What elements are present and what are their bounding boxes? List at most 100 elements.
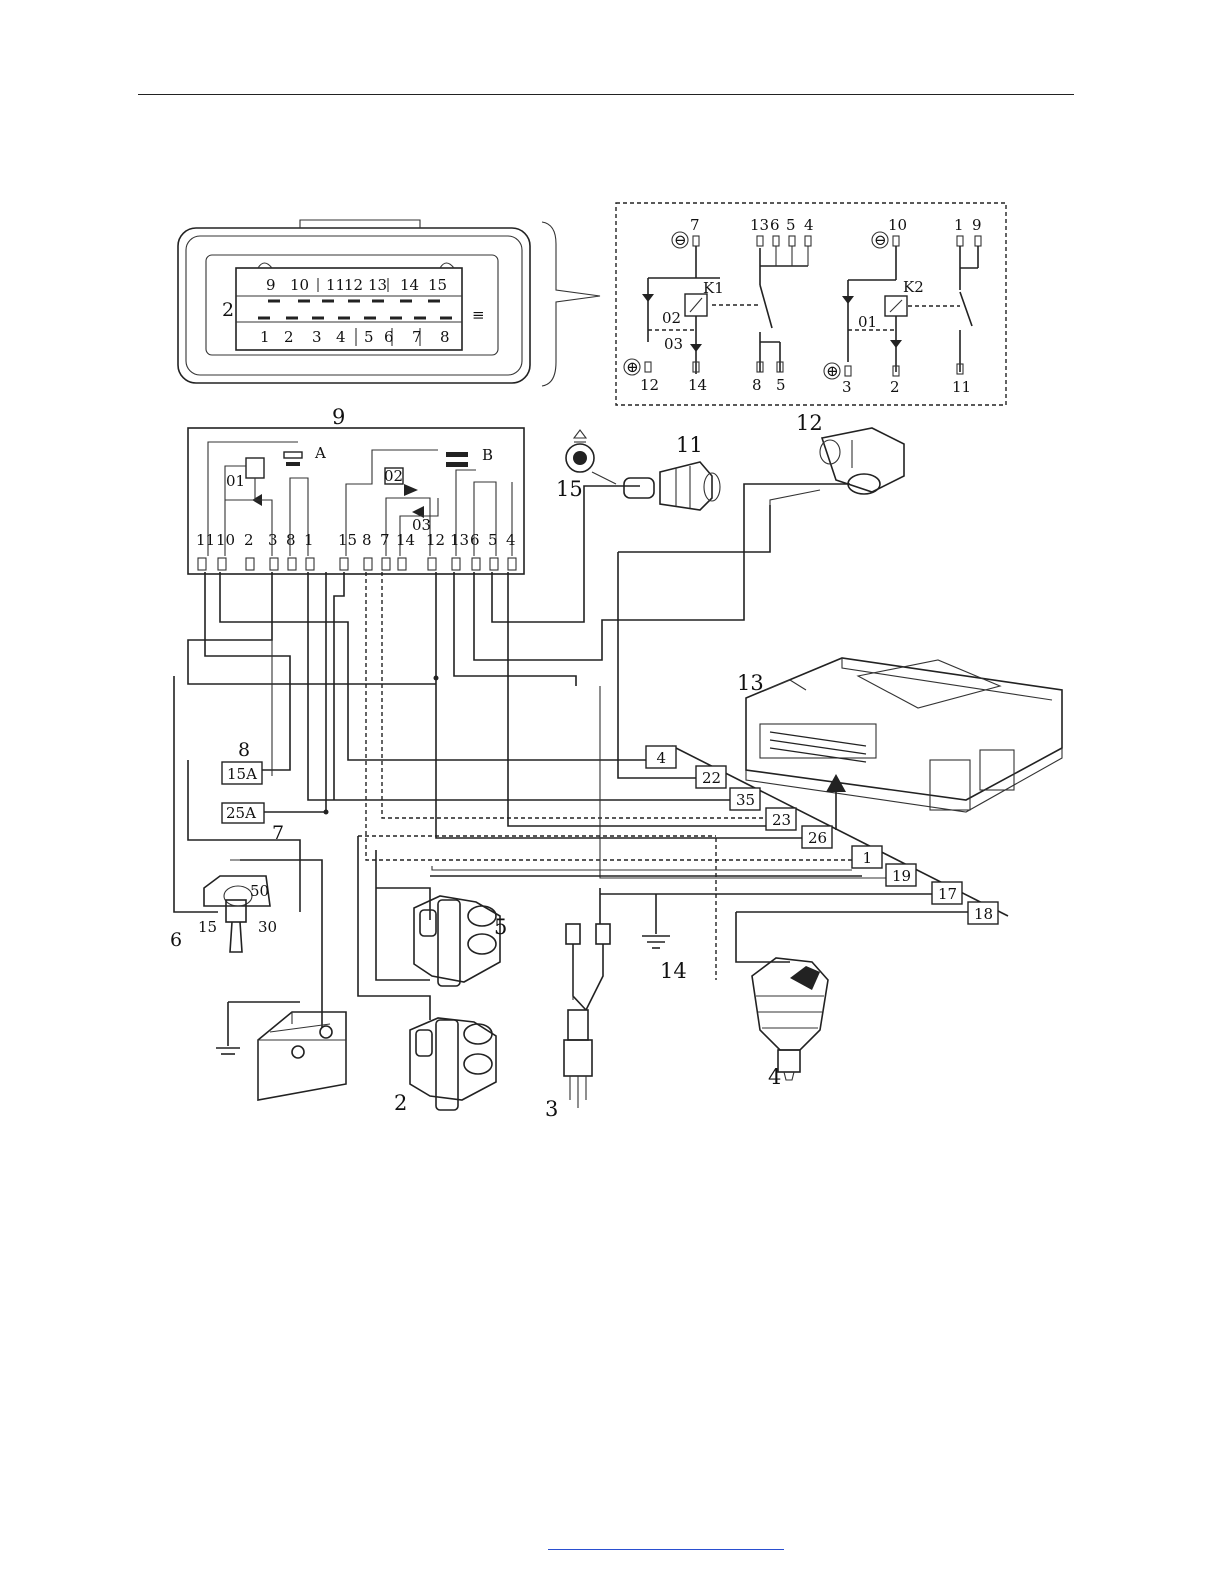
section-b-label: B [482, 446, 493, 464]
footer-link-underline [548, 1549, 784, 1550]
unit-terminal-11-0: 11 [196, 531, 215, 549]
fuse-8-label: 8 [238, 739, 250, 761]
unit-terminal-socket [398, 558, 406, 570]
ign-term-50: 50 [250, 882, 269, 900]
fuse-7-rating: 25A [226, 804, 256, 822]
coil-5-label: 5 [494, 915, 507, 939]
unit-terminal-13-11: 13 [450, 531, 469, 549]
k1-diode-03: 03 [664, 335, 683, 353]
relay-unit-label: 9 [332, 405, 345, 429]
unit-terminal-socket [472, 558, 480, 570]
k1-top-terminal-7-0: 7 [690, 216, 700, 234]
k2-top-terminal-9-2: 9 [972, 216, 982, 234]
canister-valve: 12 [796, 411, 904, 494]
ground-label: 14 [660, 959, 687, 983]
ecu-pin-17: 17 [938, 885, 957, 903]
connector-bottom-pin-8-7: 8 [440, 328, 450, 346]
unit-terminal-8-4: 8 [286, 531, 296, 549]
unit-diode-02: 02 [384, 467, 403, 485]
unit-terminal-socket [382, 558, 390, 570]
k2-pos-symbol: ⊕ [826, 362, 839, 380]
ecu-label: 13 [737, 671, 764, 695]
connector-bottom-pin-2-1: 2 [284, 328, 294, 346]
unit-terminal-socket [288, 558, 296, 570]
k1-neg-symbol: ⊖ [674, 231, 687, 249]
unit-terminal-10-1: 10 [216, 531, 235, 549]
fuel-pump: 11 [624, 433, 720, 510]
relay-schematic: ⊖ K1 02 03 ⊕ [616, 203, 1006, 405]
unit-terminal-socket [364, 558, 372, 570]
ecu-pin-26: 26 [808, 829, 827, 847]
connector-side-mark: 2 [222, 299, 234, 321]
ign-term-30: 30 [258, 918, 277, 936]
k1-diode-02: 02 [662, 309, 681, 327]
k1-bottom-terminal-14-1: 14 [688, 376, 707, 394]
unit-terminal-6-12: 6 [470, 531, 480, 549]
sensor-3: 3 14 [545, 924, 687, 1121]
unit-terminal-socket [198, 558, 206, 570]
k2-bottom-terminal-3-0: 3 [842, 378, 852, 396]
unit-terminal-7-8: 7 [380, 531, 390, 549]
k1-top-terminal-13-1: 13 [750, 216, 769, 234]
unit-terminal-5-13: 5 [488, 531, 498, 549]
unit-terminal-socket [508, 558, 516, 570]
inertia-switch: 15 [556, 430, 616, 501]
connector-top-pin-10-1: 10 [290, 276, 309, 294]
connector-bottom-pin-7-6: 7 [412, 328, 422, 346]
fuse-7-label: 7 [272, 822, 284, 844]
ignition-switch-label: 6 [170, 929, 182, 951]
k2-diode-01: 01 [858, 313, 877, 331]
connector-bottom-pin-3-2: 3 [312, 328, 322, 346]
k2-label: K2 [903, 278, 924, 296]
ignition-switch: 50 15 30 6 [170, 876, 277, 952]
unit-terminal-4-14: 4 [506, 531, 516, 549]
ecu-13: 13 [672, 658, 1062, 916]
k1-bottom-terminal-8-2: 8 [752, 376, 762, 394]
svg-text:≡: ≡ [472, 306, 485, 324]
unit-terminal-socket [218, 558, 226, 570]
k2-neg-symbol: ⊖ [874, 231, 887, 249]
ecu-pin-1: 1 [863, 849, 873, 867]
ignition-coil-5: 5 [414, 896, 507, 986]
k2-bottom-terminal-2-1: 2 [890, 378, 900, 396]
unit-terminal-socket [246, 558, 254, 570]
canister-valve-label: 12 [796, 411, 823, 435]
unit-terminal-socket [428, 558, 436, 570]
fuse-8-rating: 15A [227, 765, 257, 783]
connector-top-pin-15-6: 15 [428, 276, 447, 294]
unit-terminal-1-5: 1 [304, 531, 314, 549]
coil-2-label: 2 [394, 1091, 407, 1115]
connector-top-pin-9-0: 9 [266, 276, 276, 294]
ecu-pin-18: 18 [974, 905, 993, 923]
k1-label: K1 [703, 279, 724, 297]
injector-label: 4 [768, 1065, 781, 1089]
ignition-coil-2: 2 [394, 1018, 496, 1115]
connector-bottom-pin-1-0: 1 [260, 328, 270, 346]
connector-bottom-pin-5-4: 5 [364, 328, 374, 346]
k1-top-terminal-5-3: 5 [786, 216, 796, 234]
fuel-pump-label: 11 [676, 433, 703, 457]
connector-top-pin-14-5: 14 [400, 276, 419, 294]
k1-top-terminal-6-2: 6 [770, 216, 780, 234]
unit-terminal-socket [452, 558, 460, 570]
ign-term-15: 15 [198, 918, 217, 936]
unit-terminal-3-3: 3 [268, 531, 278, 549]
connector-top-pin-11-2: 11 [326, 276, 345, 294]
k2-top-terminal-10-0: 10 [888, 216, 907, 234]
unit-diode-01: 01 [226, 472, 245, 490]
ecu-pin-4: 4 [657, 749, 667, 767]
ecu-pin-19: 19 [892, 867, 911, 885]
unit-terminal-socket [270, 558, 278, 570]
k1-bottom-terminal-12-0: 12 [640, 376, 659, 394]
k2-bottom-terminal-11-2: 11 [952, 378, 971, 396]
connector-top-pin-13-4: 13 [368, 276, 387, 294]
unit-terminal-12-10: 12 [426, 531, 445, 549]
ecu-pin-35: 35 [736, 791, 755, 809]
connector-bottom-pin-6-5: 6 [384, 328, 394, 346]
connector-bottom-pin-4-3: 4 [336, 328, 346, 346]
k1-top-terminal-4-4: 4 [804, 216, 814, 234]
unit-terminal-socket [490, 558, 498, 570]
